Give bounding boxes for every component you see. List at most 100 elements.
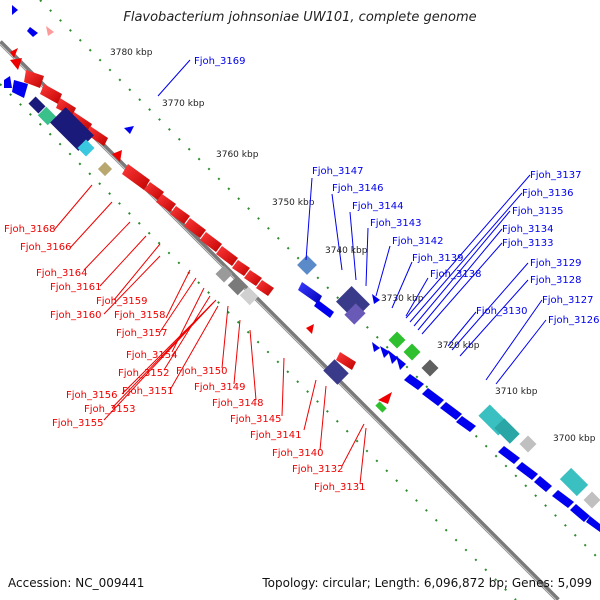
gene-arrow[interactable] [552,490,574,508]
gene-label[interactable]: Fjoh_3137 [530,170,581,181]
gene-arrow[interactable] [516,462,538,480]
gene-arrow[interactable] [10,48,18,58]
gene-arrow[interactable] [156,194,176,212]
gene-label[interactable]: Fjoh_3148 [212,398,263,409]
gene-label[interactable]: Fjoh_3158 [114,310,165,321]
gene-arrow[interactable] [306,324,314,334]
gene-arrow[interactable] [40,84,62,104]
gene-label[interactable]: Fjoh_3146 [332,183,383,194]
gene-arrow[interactable] [12,5,18,15]
gene-label[interactable]: Fjoh_3131 [314,482,365,493]
gene-block[interactable] [215,265,233,283]
gene-arrow[interactable] [4,76,12,88]
gene-arrow[interactable] [27,27,38,37]
gene-block[interactable] [239,286,259,306]
gene-label[interactable]: Fjoh_3135 [512,206,563,217]
gene-label[interactable]: Fjoh_3126 [548,315,599,326]
gene-arrow[interactable] [372,294,380,304]
gene-arrow[interactable] [440,402,462,420]
gene-label[interactable]: Fjoh_3154 [126,350,177,361]
gene-arrow[interactable] [378,392,392,404]
gene-arrow[interactable] [380,346,390,358]
gene-arrow[interactable] [24,70,44,88]
gene-arrow[interactable] [244,270,262,286]
gene-block[interactable] [519,435,537,453]
gene-arrow[interactable] [396,356,406,370]
gene-block[interactable] [97,161,113,177]
gene-block[interactable] [403,343,421,361]
gene-label[interactable]: Fjoh_3134 [502,224,553,235]
gene-arrow[interactable] [570,504,590,522]
gene-label[interactable]: Fjoh_3166 [20,242,71,253]
gene-block[interactable] [388,331,406,349]
gene-label[interactable]: Fjoh_3160 [50,310,101,321]
gene-arrow[interactable] [586,516,600,532]
gene-arrow[interactable] [534,476,552,492]
gene-label[interactable]: Fjoh_3142 [392,236,443,247]
gene-label[interactable]: Fjoh_3133 [502,238,553,249]
gene-block[interactable] [77,139,95,157]
gene-label[interactable]: Fjoh_3143 [370,218,421,229]
gene-label[interactable]: Fjoh_3164 [36,268,87,279]
gene-label[interactable]: Fjoh_3136 [522,188,573,199]
gene-arrow[interactable] [56,98,76,116]
gene-block[interactable] [297,255,317,275]
gene-label[interactable]: Fjoh_3127 [542,295,593,306]
gene-label[interactable]: Fjoh_3161 [50,282,101,293]
gene-label[interactable]: Fjoh_3130 [476,306,527,317]
gene-arrow[interactable] [498,446,520,464]
gene-label[interactable]: Fjoh_3132 [292,464,343,475]
gene-arrow[interactable] [336,352,356,370]
gene-arrow[interactable] [298,282,322,304]
gene-label[interactable]: Fjoh_3138 [430,269,481,280]
gene-label[interactable]: Fjoh_3145 [230,414,281,425]
gene-arrow[interactable] [10,58,22,70]
gene-arrow[interactable] [86,126,108,146]
gene-arrow[interactable] [200,232,222,252]
gene-label[interactable]: Fjoh_3169 [194,56,245,67]
gene-arrow[interactable] [372,342,380,352]
gene-block[interactable] [37,106,57,126]
gene-label[interactable]: Fjoh_3150 [176,366,227,377]
gene-block[interactable] [227,276,247,296]
gene-arrow[interactable] [46,26,54,36]
gene-label[interactable]: Fjoh_3147 [312,166,363,177]
gene-block[interactable] [421,359,439,377]
gene-arrow[interactable] [422,388,444,406]
gene-label[interactable]: Fjoh_3144 [352,201,403,212]
gene-arrow[interactable] [184,218,206,238]
gene-arrow[interactable] [112,150,122,162]
gene-arrow[interactable] [144,182,164,200]
gene-arrow[interactable] [232,260,250,276]
gene-label[interactable]: Fjoh_3159 [96,296,147,307]
gene-block[interactable] [494,418,520,444]
gene-label[interactable]: Fjoh_3151 [122,386,173,397]
gene-label[interactable]: Fjoh_3153 [84,404,135,415]
gene-arrow[interactable] [12,80,28,98]
gene-label[interactable]: Fjoh_3157 [116,328,167,339]
gene-block[interactable] [323,359,349,385]
gene-label[interactable]: Fjoh_3140 [272,448,323,459]
gene-label[interactable]: Fjoh_3149 [194,382,245,393]
gene-arrow[interactable] [124,126,134,134]
gene-arrow[interactable] [388,350,398,364]
gene-label[interactable]: Fjoh_3155 [52,418,103,429]
gene-block[interactable] [28,96,46,114]
gene-block[interactable] [375,401,387,413]
gene-arrow[interactable] [456,416,476,432]
gene-label[interactable]: Fjoh_3139 [412,253,463,264]
gene-block[interactable] [344,303,366,325]
gene-block[interactable] [50,107,94,151]
gene-arrow[interactable] [404,374,424,390]
gene-arrow[interactable] [256,280,274,296]
gene-arrow[interactable] [170,206,190,224]
gene-label[interactable]: Fjoh_3128 [530,275,581,286]
gene-block[interactable] [583,491,600,509]
gene-arrow[interactable] [216,246,238,266]
gene-arrow[interactable] [314,300,334,318]
gene-label[interactable]: Fjoh_3156 [66,390,117,401]
gene-label[interactable]: Fjoh_3129 [530,258,581,269]
gene-block[interactable] [559,467,589,497]
gene-arrow[interactable] [122,164,150,190]
gene-label[interactable]: Fjoh_3168 [4,224,55,235]
